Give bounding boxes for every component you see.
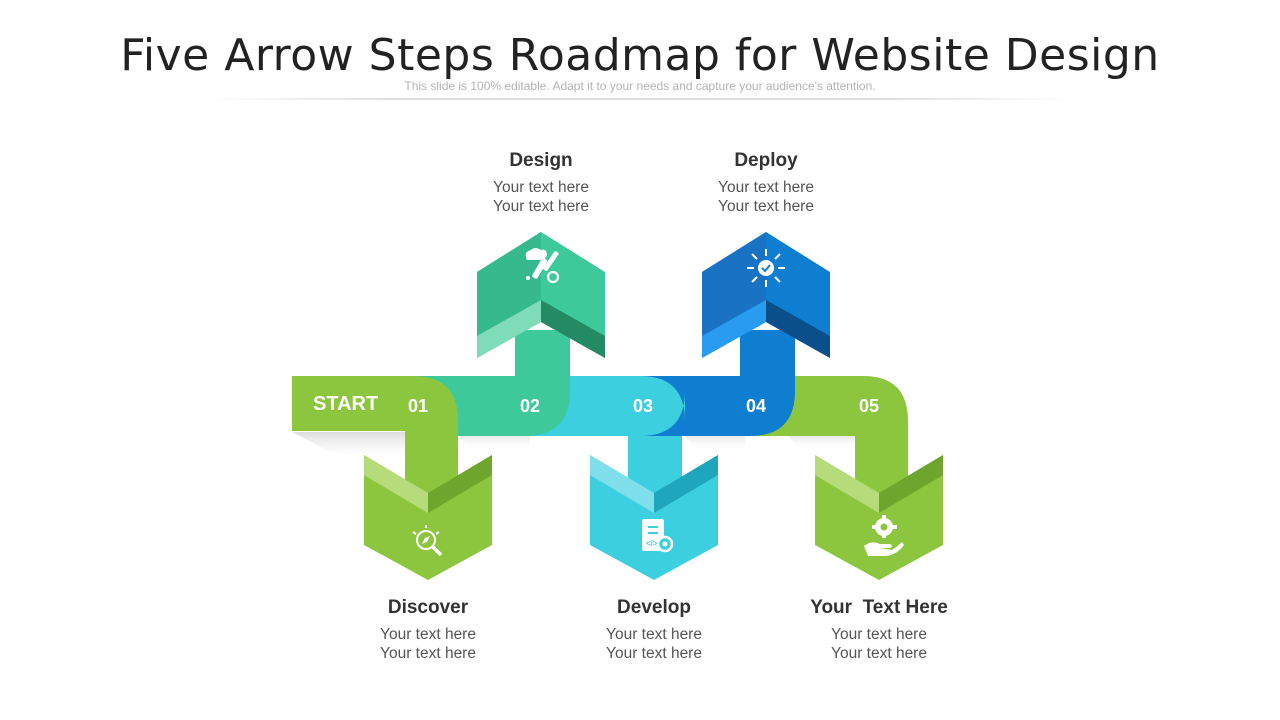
step-05-number: 05 xyxy=(859,396,879,416)
step-04-title: Deploy xyxy=(734,150,798,171)
step-02-line-2: Your text here xyxy=(493,198,589,215)
step-02-number: 02 xyxy=(520,396,540,416)
step-01-text: Discover Your text here Your text here xyxy=(318,597,538,663)
step-03-title: Develop xyxy=(617,597,691,618)
magnifier-compass-icon xyxy=(412,525,443,557)
step-03-arrow xyxy=(520,376,718,580)
hand-gear-icon xyxy=(864,515,904,556)
page-title: Five Arrow Steps Roadmap for Website Des… xyxy=(120,30,1160,81)
step-01-line-1: Your text here xyxy=(380,626,476,643)
start-label: START xyxy=(313,393,378,415)
step-05-line-2: Your text here xyxy=(831,645,927,662)
step-02-line-1: Your text here xyxy=(493,179,589,196)
step-01-number: 01 xyxy=(408,396,428,416)
network-check-icon xyxy=(747,249,785,287)
title-divider xyxy=(210,98,1070,100)
svg-text:</>: </> xyxy=(646,539,658,548)
step-03-number: 03 xyxy=(633,396,653,416)
step-01-arrow xyxy=(292,376,492,580)
step-05-title: Your Text Here xyxy=(810,597,948,618)
step-01-line-2: Your text here xyxy=(380,645,476,662)
step-04-number: 04 xyxy=(746,396,766,416)
step-05-line-1: Your text here xyxy=(831,626,927,643)
step-02-text: Design Your text here Your text here xyxy=(431,150,651,216)
step-03-line-1: Your text here xyxy=(606,626,702,643)
step-04-line-2: Your text here xyxy=(718,198,814,215)
step-04-text: Deploy Your text here Your text here xyxy=(656,150,876,216)
design-tools-icon xyxy=(525,248,560,284)
step-03-text: Develop Your text here Your text here xyxy=(544,597,764,663)
step-02-title: Design xyxy=(509,150,573,171)
step-01-title: Discover xyxy=(387,597,469,618)
step-03-line-2: Your text here xyxy=(606,645,702,662)
step-04-line-1: Your text here xyxy=(718,179,814,196)
step-05-text: Your Text Here Your text here Your text … xyxy=(769,597,989,663)
page-subtitle: This slide is 100% editable. Adapt it to… xyxy=(404,79,876,93)
band-shadows xyxy=(292,432,855,462)
code-document-gear-icon: </> xyxy=(642,519,674,553)
